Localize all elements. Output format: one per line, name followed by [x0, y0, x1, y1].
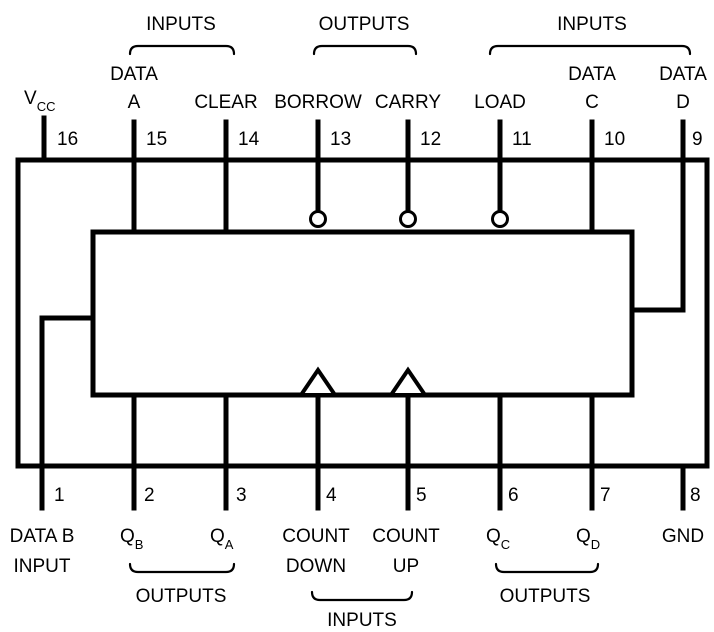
brace-bottom-outputs-right — [494, 562, 600, 574]
pin-15-label-line1: DATA — [110, 64, 158, 85]
pin-5-label-line1: COUNT — [372, 526, 440, 547]
group-label-bottom-outputs-left: OUTPUTS — [136, 586, 227, 607]
pin-8-label: GND — [662, 526, 704, 547]
pin-16-label-sub: CC — [37, 99, 56, 114]
pin-10-label-line1: DATA — [568, 64, 616, 85]
brace-bottom-inputs — [310, 590, 414, 602]
pin-2-label-sub: B — [135, 537, 144, 552]
pin-10-label-line2: C — [585, 92, 599, 113]
pin-4-label-line1: COUNT — [282, 526, 350, 547]
pin-5-number: 5 — [416, 485, 427, 506]
pin-4-number: 4 — [326, 485, 337, 506]
pin-6-label-main: Q — [486, 526, 501, 547]
group-label-top-inputs-left: INPUTS — [146, 14, 216, 35]
pin-16-number: 16 — [57, 129, 78, 150]
pin-1-label-line1: DATA B — [10, 526, 75, 547]
pin-7-label-main: Q — [576, 526, 591, 547]
pin-1-wire — [39, 315, 96, 511]
pin-3-number: 3 — [236, 485, 247, 506]
pin-2-label: QB — [120, 526, 143, 552]
pin-13-inversion-bubble — [309, 210, 327, 228]
pin-2-number: 2 — [144, 485, 155, 506]
group-label-bottom-inputs: INPUTS — [327, 610, 397, 631]
pin-5-clock-triangle — [387, 366, 429, 397]
pin-12-number: 12 — [420, 129, 441, 150]
pin-12-inversion-bubble — [399, 210, 417, 228]
pin-9-label-line1: DATA — [659, 64, 707, 85]
pin-8-number: 8 — [690, 485, 701, 506]
pin-10-number: 10 — [604, 129, 625, 150]
pin-12-label: CARRY — [375, 92, 441, 113]
pin-11-label: LOAD — [474, 92, 526, 113]
pin-4-clock-triangle — [297, 366, 339, 397]
pin-9-label-line2: D — [676, 92, 690, 113]
pin-13-number: 13 — [330, 129, 351, 150]
pin-16-label-main: V — [24, 88, 37, 109]
pin-4-label-line2: DOWN — [286, 556, 346, 577]
pin-6-label-sub: C — [501, 537, 510, 552]
pin-11-number: 11 — [512, 129, 532, 150]
function-block — [90, 229, 635, 398]
pin-14-label: CLEAR — [194, 92, 257, 113]
brace-top-outputs — [312, 44, 418, 56]
pin-5-label-line2: UP — [393, 556, 419, 577]
pin-7-number: 7 — [600, 485, 611, 506]
brace-bottom-outputs-left — [128, 562, 236, 574]
pin-9-number: 9 — [692, 129, 703, 150]
pin-7-label: QD — [576, 526, 600, 552]
pin-15-label-line2: A — [128, 92, 141, 113]
group-label-top-inputs-right: INPUTS — [557, 14, 627, 35]
brace-top-inputs-right — [488, 44, 692, 56]
pin-15-number: 15 — [146, 129, 167, 150]
pin-3-label: QA — [210, 526, 234, 552]
pin-9-wire — [629, 119, 686, 313]
pin-7-label-sub: D — [591, 537, 600, 552]
brace-top-inputs-left — [128, 44, 236, 56]
group-label-bottom-outputs-right: OUTPUTS — [500, 586, 591, 607]
pin-2-label-main: Q — [120, 526, 135, 547]
pin-13-label: BORROW — [274, 92, 362, 113]
pin-16-label: VCC — [24, 88, 55, 114]
pin-14-number: 14 — [238, 129, 260, 150]
group-label-top-outputs: OUTPUTS — [319, 14, 410, 35]
pin-3-label-sub: A — [225, 537, 234, 552]
pin-3-label-main: Q — [210, 526, 225, 547]
package-outline — [15, 157, 710, 469]
pin-6-number: 6 — [508, 485, 519, 506]
pin-1-number: 1 — [54, 485, 65, 506]
pin-11-inversion-bubble — [491, 210, 509, 228]
pin-1-label-line2: INPUT — [14, 556, 71, 577]
pin-6-label: QC — [486, 526, 510, 552]
